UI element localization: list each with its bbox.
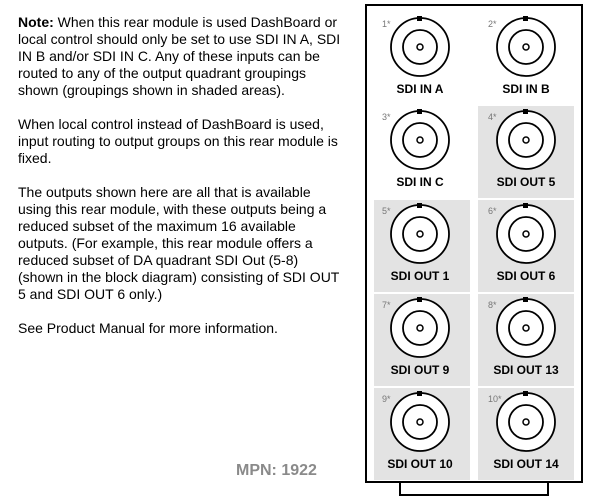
- connector-label: SDI IN B: [502, 82, 550, 96]
- bnc-connector: 7* SDI OUT 9: [382, 297, 450, 377]
- connector-label: SDI OUT 14: [493, 457, 559, 471]
- connector-label: SDI OUT 10: [387, 457, 453, 471]
- bnc-connector: 1* SDI IN A: [382, 16, 450, 96]
- connector-number: 7*: [382, 300, 391, 310]
- manual-paragraph: See Product Manual for more information.: [18, 320, 278, 336]
- bnc-key-notch: [417, 16, 422, 21]
- bnc-center-pin: [522, 136, 530, 144]
- bnc-key-notch: [417, 109, 422, 114]
- connector-number: 6*: [488, 206, 497, 216]
- connector-number: 10*: [488, 394, 502, 404]
- bnc-center-pin: [416, 230, 424, 238]
- note-text: When this rear module is used DashBoard …: [18, 14, 341, 98]
- notes-text: Note: When this rear module is used Dash…: [18, 14, 346, 354]
- note-paragraph: Note: When this rear module is used Dash…: [18, 14, 346, 99]
- bnc-key-notch: [523, 16, 528, 21]
- bnc-key-notch: [417, 203, 422, 208]
- bnc-key-notch: [417, 391, 422, 396]
- bnc-center-pin: [416, 324, 424, 332]
- bnc-key-notch: [417, 297, 422, 302]
- connector-label: SDI OUT 13: [493, 363, 559, 377]
- bnc-connector: 2* SDI IN B: [488, 16, 556, 96]
- module-outline: [365, 4, 583, 483]
- bnc-connector: 6* SDI OUT 6: [488, 203, 556, 283]
- bnc-center-pin: [416, 43, 424, 51]
- bnc-center-pin: [522, 230, 530, 238]
- mpn-label: MPN: 1922: [236, 462, 317, 479]
- connector-number: 1*: [382, 19, 391, 29]
- connector-number: 2*: [488, 19, 497, 29]
- bnc-connector: 5* SDI OUT 1: [382, 203, 450, 283]
- connector-number: 5*: [382, 206, 391, 216]
- connector-label: SDI OUT 5: [497, 175, 556, 189]
- bnc-center-pin: [522, 43, 530, 51]
- bnc-key-notch: [523, 203, 528, 208]
- connector-label: SDI OUT 9: [391, 363, 450, 377]
- connector-number: 9*: [382, 394, 391, 404]
- bnc-key-notch: [523, 109, 528, 114]
- connector-number: 4*: [488, 112, 497, 122]
- connector-number: 8*: [488, 300, 497, 310]
- bnc-connector: 3* SDI IN C: [382, 109, 450, 189]
- connector-label: SDI OUT 1: [391, 269, 450, 283]
- note-lead: Note:: [18, 14, 54, 30]
- bnc-center-pin: [416, 136, 424, 144]
- bnc-connector: 9* SDI OUT 10: [382, 391, 453, 471]
- connector-number: 3*: [382, 112, 391, 122]
- bnc-connector: 4* SDI OUT 5: [488, 109, 556, 189]
- bnc-connector: 10* SDI OUT 14: [488, 391, 559, 471]
- bnc-key-notch: [523, 391, 528, 396]
- connector-label: SDI IN C: [396, 175, 444, 189]
- routing-paragraph: When local control instead of DashBoard …: [18, 116, 338, 166]
- bnc-key-notch: [523, 297, 528, 302]
- connector-grid: 1* SDI IN A 2* SDI IN B 3* SDI IN C 4* SDI OUT …: [382, 16, 559, 471]
- connector-label: SDI OUT 6: [497, 269, 556, 283]
- bnc-center-pin: [522, 418, 530, 426]
- bnc-center-pin: [416, 418, 424, 426]
- bnc-connector: 8* SDI OUT 13: [488, 297, 559, 377]
- module-tab: [399, 482, 549, 496]
- bnc-center-pin: [522, 324, 530, 332]
- connector-label: SDI IN A: [397, 82, 444, 96]
- outputs-paragraph: The outputs shown here are all that is a…: [18, 184, 340, 302]
